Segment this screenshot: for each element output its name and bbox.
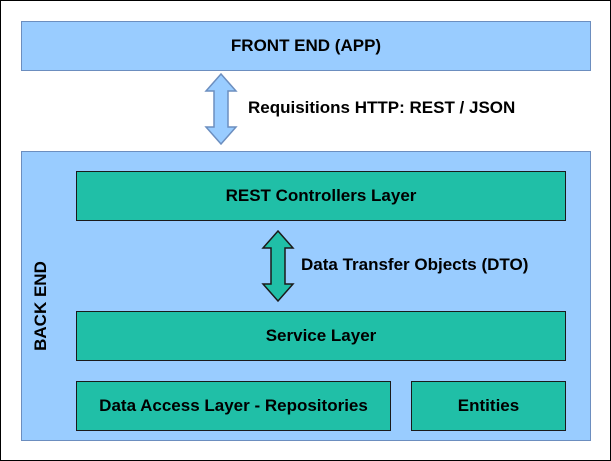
dto-link-label: Data Transfer Objects (DTO) bbox=[301, 255, 529, 274]
http-double-arrow-icon bbox=[204, 72, 238, 146]
service-layer-box: Service Layer bbox=[76, 311, 566, 361]
service-layer-label: Service Layer bbox=[265, 326, 377, 345]
rest-controllers-label: REST Controllers Layer bbox=[225, 186, 417, 205]
rest-controllers-layer-box: REST Controllers Layer bbox=[76, 171, 566, 221]
data-access-layer-box: Data Access Layer - Repositories bbox=[76, 381, 391, 431]
dto-double-arrow-icon bbox=[261, 229, 295, 303]
entities-label: Entities bbox=[457, 396, 520, 415]
front-end-box: FRONT END (APP) bbox=[21, 21, 591, 71]
http-link-label: Requisitions HTTP: REST / JSON bbox=[248, 98, 516, 117]
back-end-label: BACK END bbox=[31, 261, 50, 351]
front-end-label: FRONT END (APP) bbox=[230, 36, 382, 55]
entities-box: Entities bbox=[411, 381, 566, 431]
data-access-label: Data Access Layer - Repositories bbox=[99, 396, 368, 415]
